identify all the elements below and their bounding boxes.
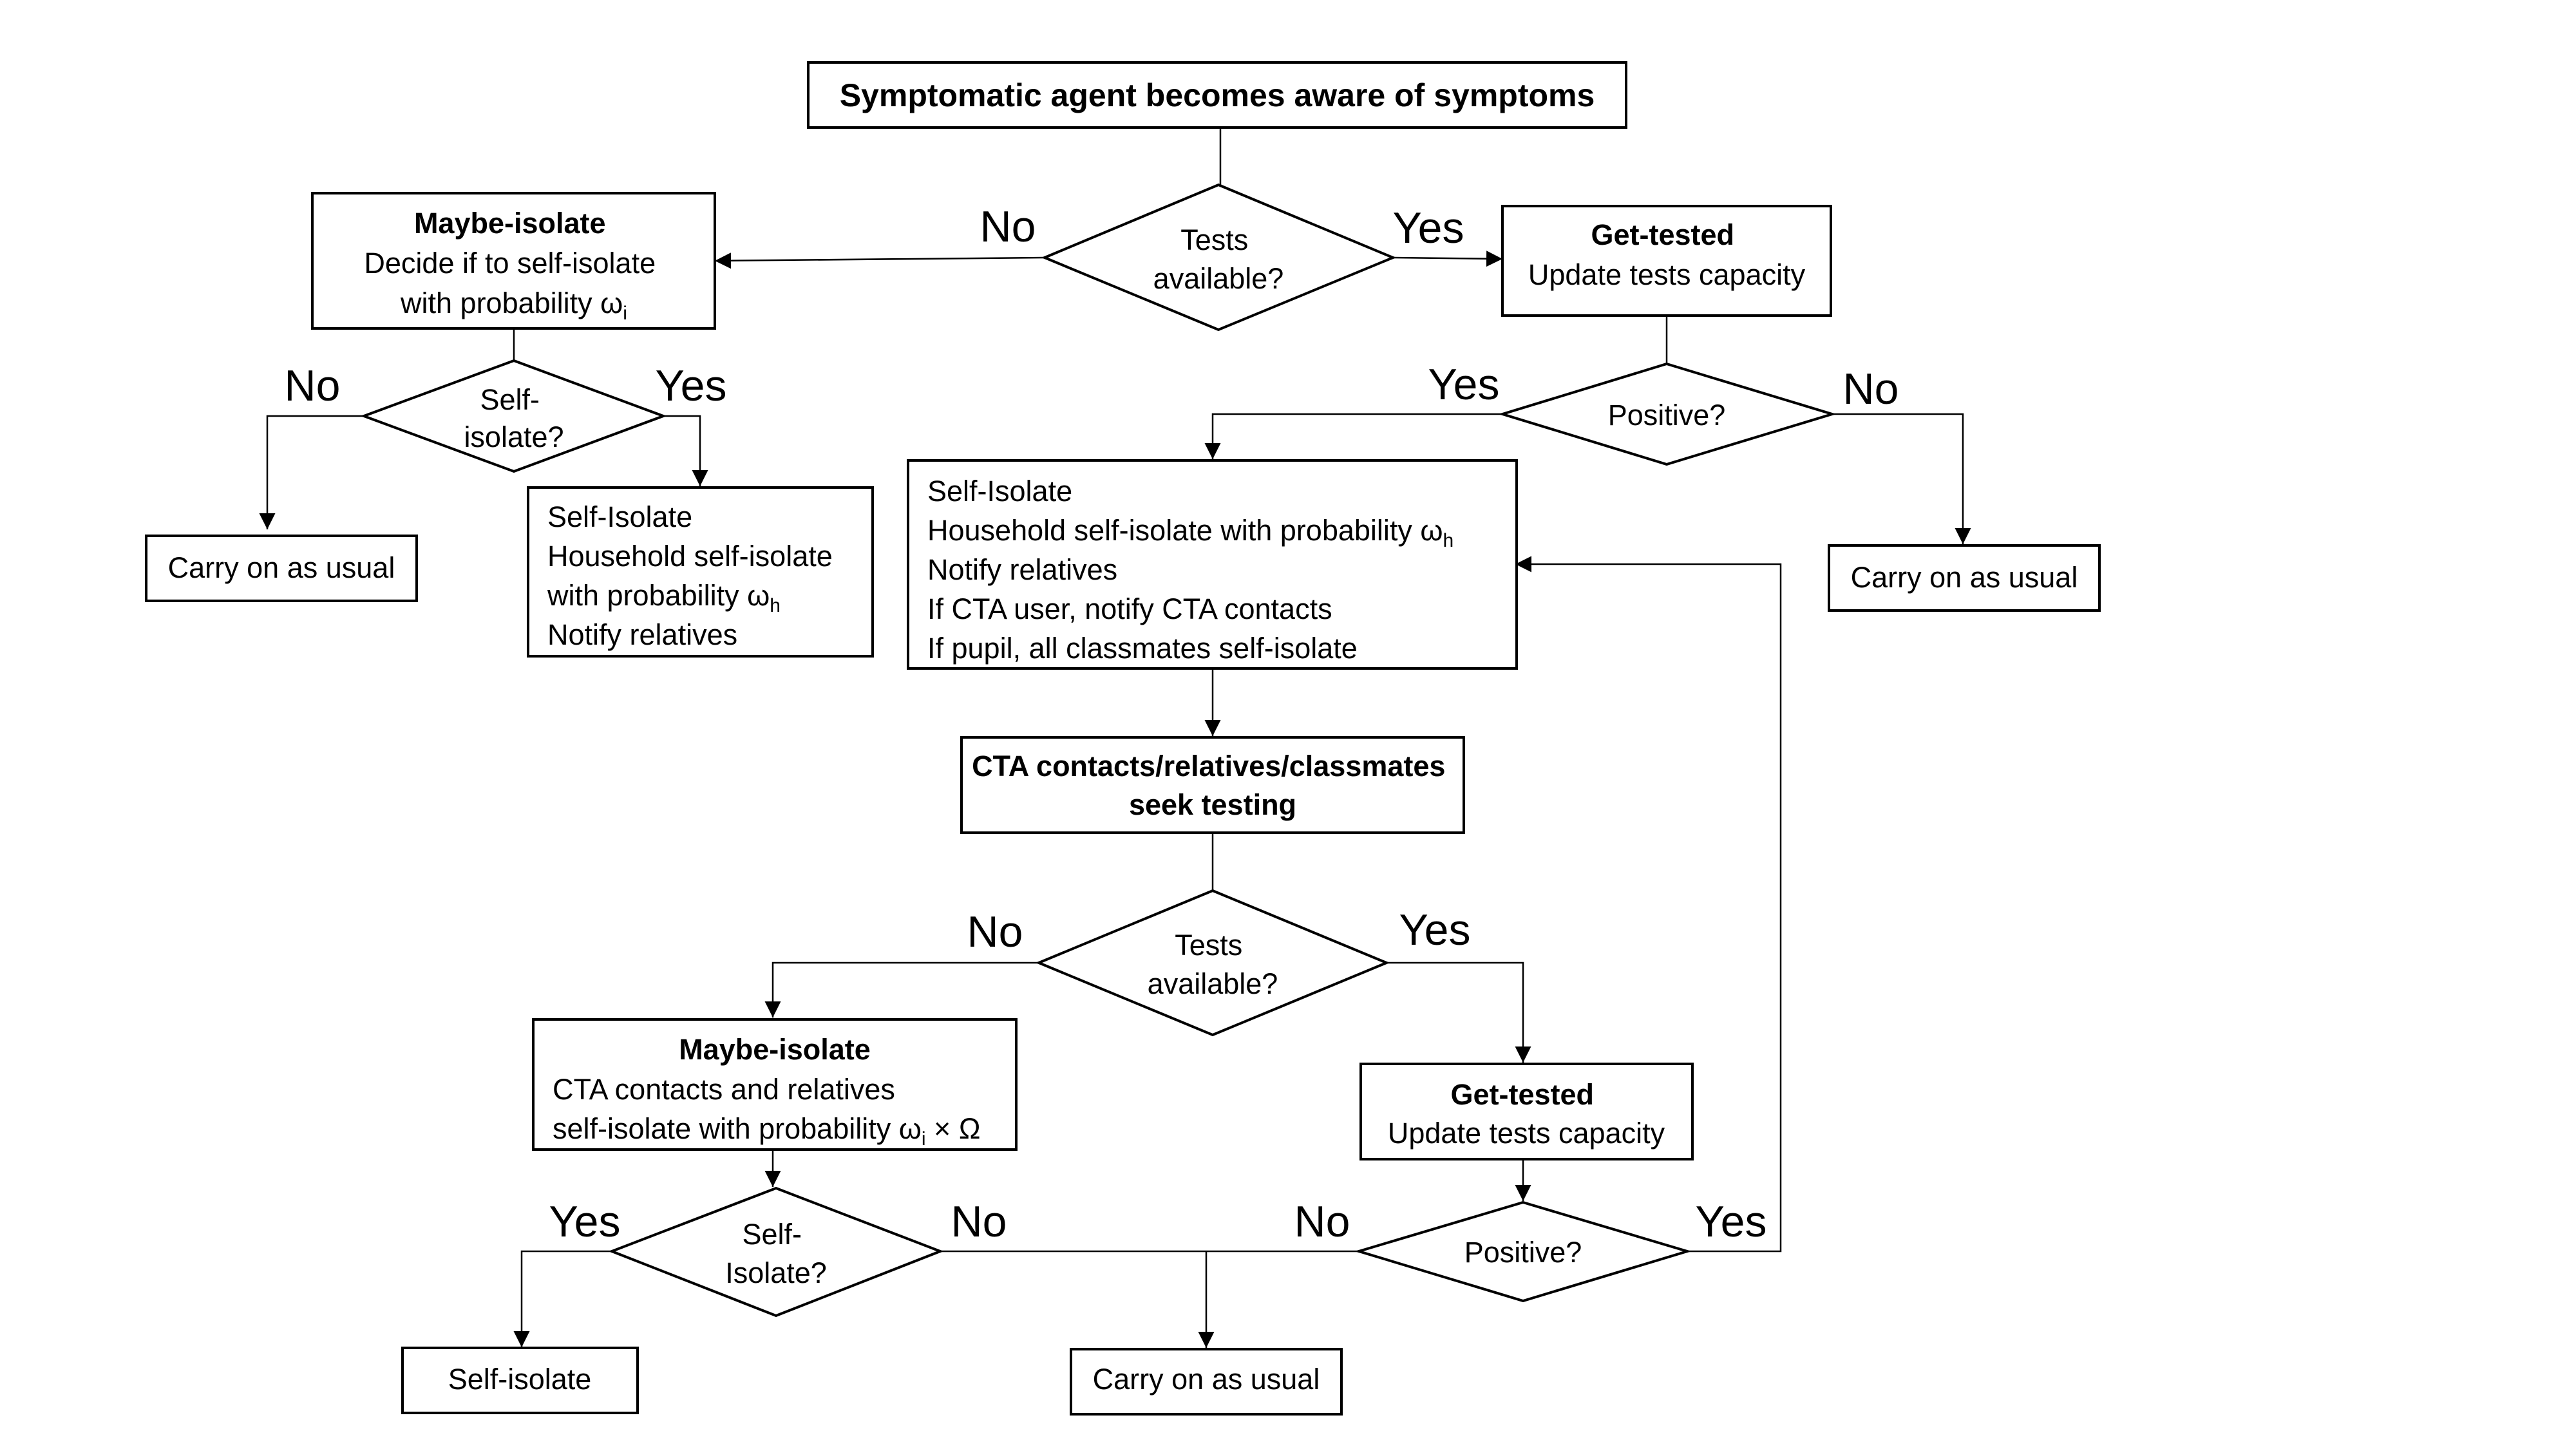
arrow-tests1-yes [1392, 251, 1503, 267]
maybe-isolate-1-text: Maybe-isolate Decide if to self-isolate … [364, 207, 663, 324]
tests-available-1-text: Tests available? [1153, 223, 1284, 295]
self-isolate-1-text: Self- isolate? [464, 383, 564, 453]
positive-result-text: Self-Isolate Household self-isolate with… [927, 475, 1462, 665]
arrow-tests2-yes [1387, 961, 1531, 1063]
label-pos2-yes: Yes [1696, 1197, 1767, 1246]
arrow-tests1-no [714, 252, 1045, 269]
carry-on-3-text: Carry on as usual [1093, 1363, 1320, 1396]
self-isolate-diamond-1 [360, 359, 667, 473]
carry-on-2-text: Carry on as usual [1851, 561, 2078, 594]
get-tested-box-2 [1359, 1063, 1694, 1160]
self-isolate-2-text: Self- Isolate? [725, 1218, 827, 1289]
label-selfiso1-yes: Yes [656, 361, 727, 410]
carry-on-box-2 [1828, 544, 2101, 612]
carry-on-box-1 [145, 535, 418, 602]
connectors [259, 128, 1971, 1348]
arrow-positive1-yes [1204, 413, 1502, 459]
cta-seek-testing-text: CTA contacts/relatives/classmates seek t… [972, 750, 1454, 821]
positive-result-box [907, 459, 1518, 670]
self-isolate-end-box [401, 1347, 639, 1414]
maybe-isolate-2-body: CTA contacts and relatives self-isolate … [553, 1073, 980, 1150]
self-isolate-end-text: Self-isolate [448, 1363, 592, 1396]
label-pos1-no: No [1843, 365, 1899, 413]
label-pos2-no: No [1294, 1197, 1350, 1246]
label-tests1-no: No [980, 202, 1036, 251]
tests-available-diamond-1 [1041, 183, 1397, 332]
positive-2-text: Positive? [1464, 1236, 1582, 1269]
carry-on-1-text: Carry on as usual [168, 551, 395, 584]
get-tested-1-text: Get-tested Update tests capacity [1528, 218, 1806, 291]
label-selfiso1-no: No [285, 361, 341, 410]
positive-diamond-2 [1354, 1200, 1692, 1303]
positive-1-text: Positive? [1608, 399, 1726, 431]
label-tests1-yes: Yes [1393, 204, 1464, 252]
maybe-isolate-box-1 [311, 192, 716, 330]
tests-available-2-text: Tests available? [1148, 929, 1278, 1000]
edge-labels: No Yes No Yes Yes No No Yes Yes No No Ye… [285, 202, 1899, 1246]
self-isolate-household-box [527, 486, 874, 658]
arrow-selfiso1-yes [663, 415, 708, 486]
arrow-positive1-no [1832, 413, 1971, 544]
label-selfiso2-yes: Yes [549, 1197, 621, 1246]
arrow-tests2-no [764, 961, 1039, 1018]
label-selfiso2-no: No [951, 1197, 1007, 1246]
start-text: Symptomatic agent becomes aware of sympt… [840, 77, 1595, 113]
label-tests2-yes: Yes [1399, 905, 1471, 954]
carry-on-box-3 [1070, 1348, 1343, 1416]
start-box [807, 61, 1627, 129]
maybe-isolate-2-text: Maybe-isolate [679, 1033, 871, 1066]
label-pos1-yes: Yes [1428, 360, 1500, 409]
cta-seek-testing-box [960, 736, 1465, 834]
arrow-positive2-yes-loop [1515, 556, 1782, 1253]
self-isolate-household-text: Self-Isolate Household self-isolate with… [547, 500, 840, 651]
get-tested-2-text: Get-tested Update tests capacity [1388, 1078, 1665, 1150]
positive-diamond-1 [1498, 362, 1837, 466]
arrow-selfiso1-no [259, 415, 364, 529]
self-isolate-diamond-2 [608, 1186, 944, 1318]
arrow-selfiso2-yes [513, 1250, 612, 1347]
label-tests2-no: No [967, 907, 1023, 956]
tests-available-diamond-2 [1035, 889, 1390, 1037]
maybe-isolate-box-2 [532, 1018, 1018, 1151]
get-tested-box-1 [1501, 205, 1832, 317]
